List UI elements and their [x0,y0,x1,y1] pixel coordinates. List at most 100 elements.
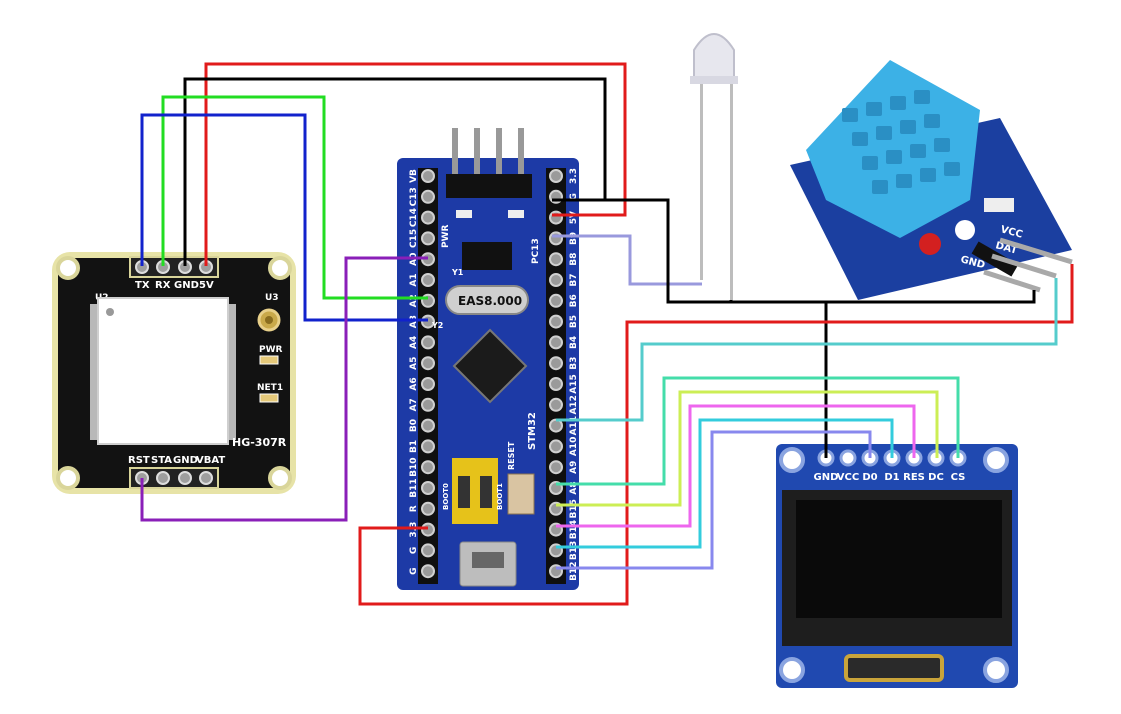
boot1-jumper[interactable] [480,476,492,508]
stm32-left-pin-label: A2 [409,294,419,307]
oled-pin-vcc[interactable] [839,449,857,467]
stm32-left-pin[interactable] [421,460,435,475]
stm32-right-pin-label: B5 [569,315,579,328]
oled-ribbon [844,654,944,682]
stm32-right-pin[interactable] [549,356,563,371]
stm32-right-pin-label: 5V [569,211,579,224]
stm32-left-pin[interactable] [421,189,435,204]
swd-pin [518,128,524,176]
dht11-vent-slot [876,126,892,140]
stm32-right-pin[interactable] [549,252,563,267]
wire-sky-d1 [556,418,894,549]
dht11-pin-vcc[interactable] [999,237,1073,265]
stm32-right-pin-label: B12 [569,562,579,581]
wifi-label-gnd: GND [174,280,199,291]
wire-teal-cs [556,376,960,486]
stm32-right-pin-label: A9 [569,461,579,474]
stm32-left-pin[interactable] [421,356,435,371]
wifi-chip [97,297,229,445]
stm32-left-pin-label: VB [409,169,419,183]
led-bulb-icon [693,33,735,81]
stm32-right-pin[interactable] [549,169,563,183]
stm32-left-pin-label: G [409,568,419,575]
stm32-right-pin-label: B9 [569,232,579,245]
stm32-left-pin[interactable] [421,335,435,350]
stm32-right-pin[interactable] [549,210,563,225]
stm32-right-pin[interactable] [549,460,563,475]
wifi-label-tx: TX [135,280,150,291]
stm32-right-pin-label: B6 [569,294,579,307]
wire-green-tx [161,95,428,300]
stm32-left-pin-label: C13 [409,187,419,206]
stm32-left-pin[interactable] [421,481,435,495]
stm32-left-pin[interactable] [421,210,435,225]
stm32-right-pin-label: A11 [569,416,579,436]
stm32-right-pin[interactable] [549,231,563,246]
stm32-right-pin[interactable] [549,335,563,350]
stm32-left-pin[interactable] [421,439,435,454]
stm32-right-pin[interactable] [549,293,563,308]
stm32-left-pin-label: C14 [409,208,419,227]
oled-pin-label: GND [814,472,839,483]
oled-pin-label: D1 [884,472,899,483]
swd-pin [474,128,480,176]
stm32-label-y1: Y1 [451,268,464,277]
stm32-right-pin-label: B14 [569,520,579,539]
wire-red-3v3 [358,264,1074,606]
wifi-pin-gnd2[interactable] [178,471,192,485]
stm32-right-pin[interactable] [549,273,563,287]
dht11-vent-slot [896,174,912,188]
wifi-pin-vbat[interactable] [199,471,213,485]
stm32-right-pin[interactable] [549,397,563,412]
stm32-right-pin[interactable] [549,439,563,454]
oled-pin-label: DC [928,472,944,483]
stm32-label-pwr: PWR [441,224,451,248]
stm32-left-pin[interactable] [421,273,435,287]
wifi-pin-sta[interactable] [156,471,170,485]
stm32-left-pin[interactable] [421,501,435,516]
boot0-jumper[interactable] [458,476,470,508]
stm32-left-pin[interactable] [421,418,435,433]
stm32-right-pin-label: B15 [569,499,579,518]
wifi-top-header [129,256,219,278]
stm32-right-pin[interactable] [549,377,563,391]
stm32-left-pin-label: A7 [409,398,419,411]
stm32-left-header [418,168,438,584]
stm32-left-pin[interactable] [421,377,435,391]
stm32-right-pin-label: 3.3 [569,168,579,184]
stm32-left-pin-label: 3.3 [409,522,419,538]
stm32-left-pin[interactable] [421,231,435,246]
reset-button[interactable] [507,473,535,515]
dht11-vent-slot [910,144,926,158]
stm32-right-pin[interactable] [549,314,563,329]
dht11-pin-gnd[interactable] [983,269,1041,293]
stm32-left-pin[interactable] [421,543,435,558]
stm32-left-pin-label: A1 [409,273,419,286]
oled-mount-hole [779,447,805,473]
stm32-left-pin[interactable] [421,397,435,412]
stm32-mcu-chip [452,328,528,404]
stm32-right-pin-label: B7 [569,273,579,286]
swd-header-body [446,174,532,198]
stm32-left-pin[interactable] [421,169,435,183]
smd-led-power [456,210,472,218]
stm32-right-pin-label: A8 [569,481,579,494]
stm32-left-pin[interactable] [421,564,435,579]
dht11-pin-dat[interactable] [991,253,1057,279]
wire-red-5v-wifi [204,62,627,266]
dht11-vent-slot [862,156,878,170]
swd-pin [496,128,502,176]
stm32-left-pin-label: A6 [409,377,419,390]
wifi-label-pwr: PWR [259,345,283,355]
wire-purple-rst [140,256,428,522]
stm32-left-pin[interactable] [421,522,435,537]
led-leg-short [700,80,703,280]
stm32-right-header [546,168,566,584]
oled-mount-hole [983,447,1009,473]
swd-pin [452,128,458,176]
wifi-net-led [259,393,279,403]
oled-mount-hole [779,657,805,683]
stm32-left-pin-label: G [409,547,419,554]
dht11-vent-slot [924,114,940,128]
